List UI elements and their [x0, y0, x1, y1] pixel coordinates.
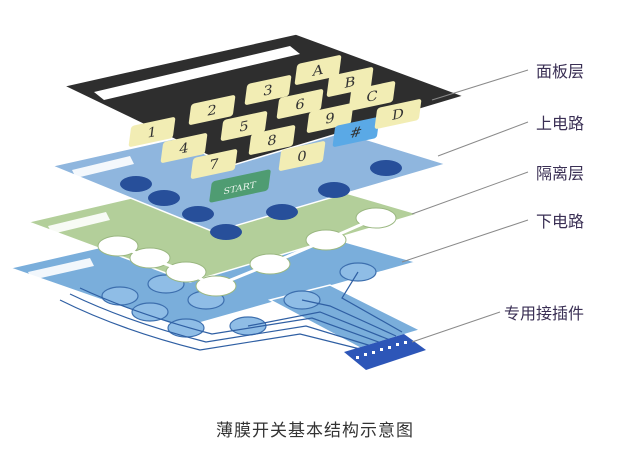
key-C-label: C — [365, 88, 378, 106]
leader-lines — [401, 69, 529, 343]
key-3-label: 3 — [262, 83, 273, 100]
key-1: 1 — [128, 117, 176, 147]
key-7: 7 — [190, 149, 238, 179]
connector-plug — [344, 334, 426, 370]
key-8-label: 8 — [266, 133, 277, 150]
key-2: 2 — [188, 95, 236, 125]
label-connector: 专用接插件 — [504, 304, 585, 323]
key-8: 8 — [248, 125, 296, 155]
key-6-face — [276, 89, 324, 119]
key-hash: # — [332, 117, 380, 147]
key-9-label: 9 — [324, 111, 335, 128]
key-D-label: D — [391, 106, 405, 124]
key-B-label: B — [343, 74, 356, 91]
key-hash-face — [332, 117, 380, 147]
key-8-face — [248, 125, 296, 155]
key-C-face — [348, 81, 396, 111]
key-2-label: 2 — [206, 103, 217, 120]
key-1-label: 1 — [146, 125, 157, 142]
key-hash-label: # — [349, 124, 363, 142]
key-3-face — [244, 75, 292, 105]
key-A-label: A — [310, 62, 324, 80]
key-0-label: 0 — [296, 149, 307, 166]
key-2-face — [188, 95, 236, 125]
key-5-label: 5 — [238, 119, 249, 136]
key-start-face — [209, 169, 271, 203]
key-4: 4 — [160, 133, 208, 163]
figure-caption: 薄膜开关基本结构示意图 — [216, 421, 414, 441]
key-7-face — [190, 149, 238, 179]
panel-layer: 1 2 3 A 4 5 6 B 7 8 9 C 0 # D START — [61, 33, 467, 203]
key-0-face — [278, 141, 326, 171]
key-1-face — [128, 117, 176, 147]
label-lower-circuit: 下电路 — [536, 212, 585, 231]
label-panel-layer: 面板层 — [536, 62, 585, 81]
key-0: 0 — [278, 141, 326, 171]
key-4-label: 4 — [178, 141, 189, 158]
key-D: D — [374, 99, 422, 129]
key-6: 6 — [276, 89, 324, 119]
key-3: 3 — [244, 75, 292, 105]
key-D-face — [374, 99, 422, 129]
key-C: C — [348, 81, 396, 111]
key-7-label: 7 — [208, 157, 219, 174]
label-spacer-layer: 隔离层 — [536, 164, 585, 183]
key-4-face — [160, 133, 208, 163]
keypad: 1 2 3 A 4 5 6 B 7 8 9 C 0 # D START — [128, 55, 422, 203]
key-6-label: 6 — [294, 97, 305, 114]
label-upper-circuit: 上电路 — [536, 114, 585, 133]
key-start: START — [209, 169, 271, 203]
